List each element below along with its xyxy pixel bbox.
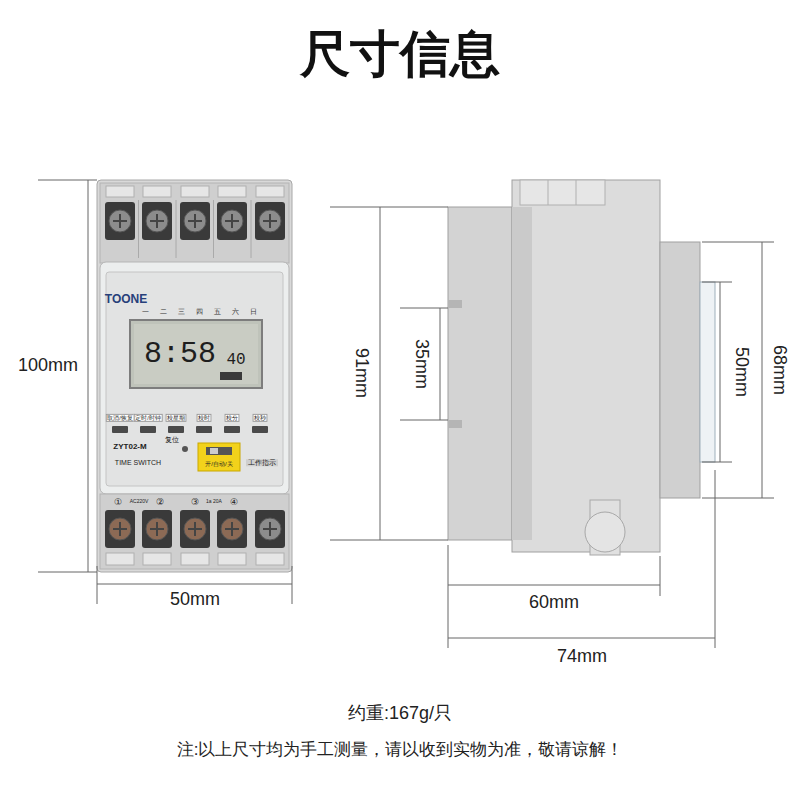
front-panel-part [100,262,289,494]
model-number: ZYT02-M [111,442,148,451]
front-panel-part [130,320,262,388]
dimension-label: 50mm [168,589,222,610]
side-view-part [700,282,715,462]
dimension-lines-part [330,207,448,540]
front-panel-part [220,372,242,380]
terminal-bottom-part [181,553,209,565]
front-panel-part [182,446,188,452]
front-panel-part [198,443,240,471]
front-panel-part [168,426,184,433]
dimension-label: 50mm [732,345,753,399]
dimension-lines [38,180,774,648]
side-view-part [512,207,532,540]
terminal-top-part [143,186,171,197]
front-view-part [100,183,289,263]
dimension-label: 60mm [527,592,581,613]
terminal-top-part [218,186,246,197]
terminal-bottom-part [218,553,246,565]
terminal-top-part [139,200,252,258]
front-panel-part [252,426,268,433]
button-label: 校分 [225,414,240,422]
panel-label: 工作指示 [246,459,278,466]
weekday-label: 四 [194,308,205,316]
page-title: 尺寸信息 [300,26,500,84]
dimension-lines-part [400,308,448,420]
terminal-number: ③ [189,497,201,507]
front-view [97,180,292,572]
panel-label: TIME SWITCH [113,459,163,467]
terminal-top-part [181,186,209,197]
lcd-digits: 40 [224,351,247,369]
side-view-part [660,242,700,498]
dimension-lines-part [702,242,774,498]
button-label: 校星期 [166,414,187,422]
front-panel-part [206,447,232,455]
switch-label: 开/自动/关 [203,461,234,468]
weekday-label: 五 [212,308,223,316]
terminal-bottom-part [113,522,277,536]
terminal-bottom-part [100,494,289,569]
terminal-rating: 1a 20A [204,499,224,505]
side-view-part [512,180,660,552]
front-view-part [97,180,292,572]
disclaimer-note: 注:以上尺寸均为手工测量，请以收到实物为准，敬请谅解！ [175,740,626,760]
dimension-lines-part [448,470,715,648]
side-view-part [448,300,462,308]
terminal-bottom-part [256,553,284,565]
dimension-lines-part [38,180,97,572]
terminal-bottom [100,494,289,569]
front-panel-part [134,324,258,384]
terminal-number: ① [112,497,124,507]
side-view-part [585,512,625,552]
weekday-label: 三 [176,308,187,316]
weekday-label: 二 [158,308,169,316]
button-label: 校时 [197,414,212,422]
dimension-label: 91mm [352,346,373,400]
dimension-label: 74mm [555,646,609,667]
terminal-top-part [106,186,134,197]
terminal-top-part [113,214,277,228]
front-panel-part [140,426,156,433]
button-label: 取消/恢复 [106,414,135,422]
dimension-label: 68mm [770,343,791,397]
button-label: 定时/时钟 [134,414,163,422]
side-view [448,180,715,555]
terminal-number: ② [154,497,166,507]
weekday-label: 日 [248,308,259,316]
terminal-top [105,186,285,258]
side-view-part [548,180,576,205]
terminal-bottom-part [106,553,134,565]
terminal-bottom-part [143,553,171,565]
side-view-part [520,180,605,205]
button-label: 校秒 [253,414,268,422]
panel-label: 复位 [163,436,181,443]
terminal-top-part [256,186,284,197]
terminal-number: ④ [228,497,240,507]
brand-logo: TOONE [103,293,149,307]
front-panel-part [224,426,240,433]
side-view-part [448,420,462,428]
weight-note: 约重:167g/只 [346,703,454,724]
dimension-lines-part [702,282,732,462]
weekday-label: 一 [140,308,151,316]
dimension-label: 100mm [16,355,80,376]
front-panel [100,262,289,494]
weekday-label: 六 [230,308,241,316]
side-view-part [448,207,512,540]
dimension-label: 35mm [412,337,433,391]
front-panel-part [210,448,218,454]
front-panel-part [196,426,212,433]
lcd-digits: 8:58 [142,337,218,372]
front-panel-part [112,426,128,433]
terminal-rating: AC220V [128,499,151,505]
